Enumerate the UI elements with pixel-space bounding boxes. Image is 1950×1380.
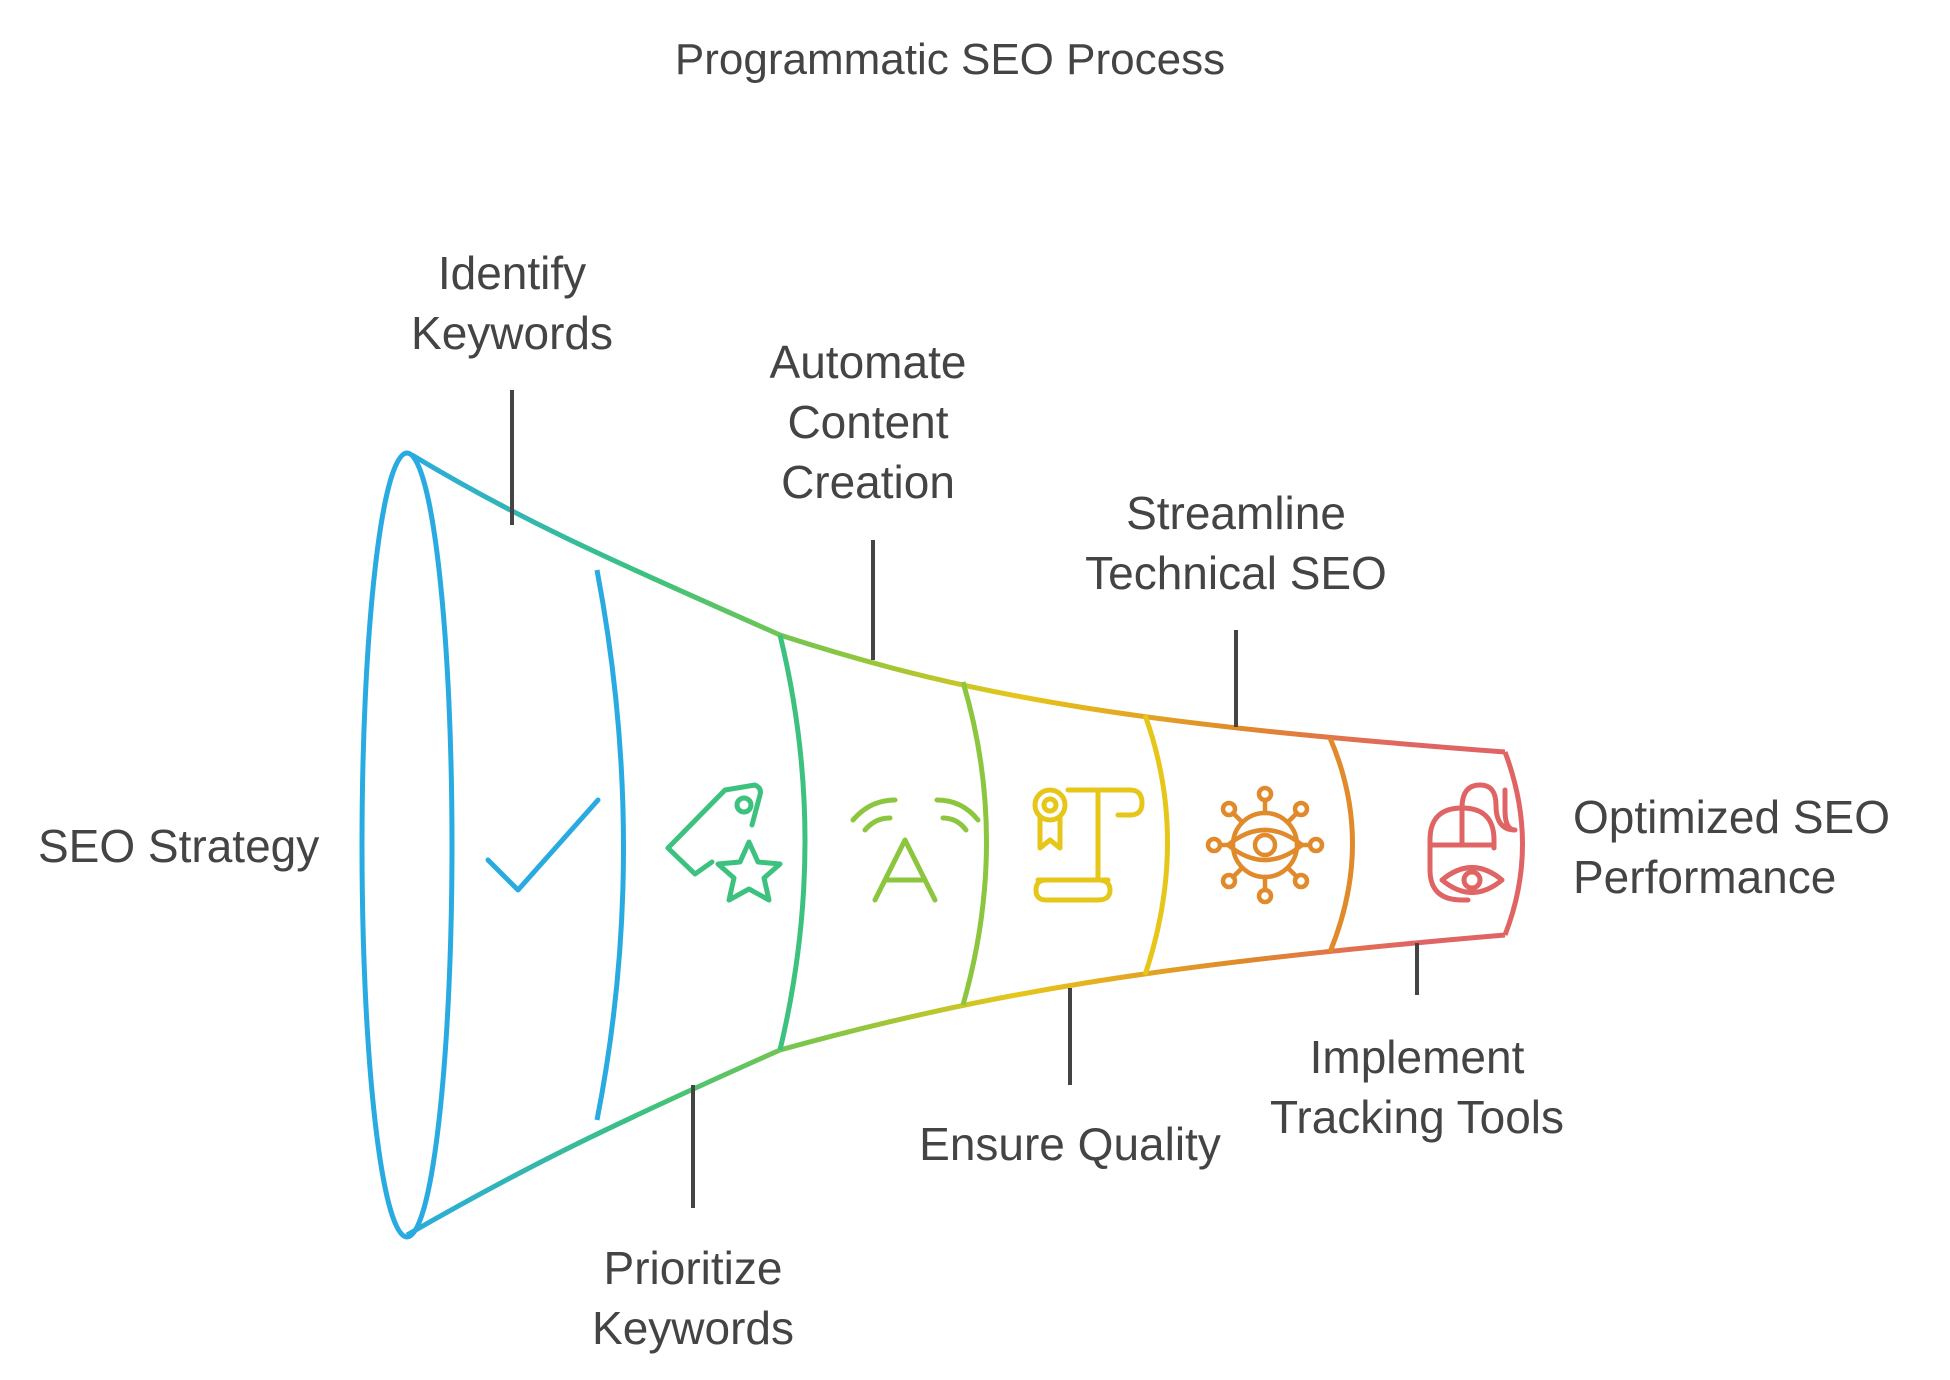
stage-divider-2 — [777, 634, 808, 1051]
stage-label-identify-keywords: Identify Keywords — [362, 243, 662, 363]
stage-label-line: Creation — [781, 456, 955, 508]
checkmark-icon — [485, 797, 601, 893]
stage-label-ensure-quality: Ensure Quality — [870, 1114, 1270, 1174]
funnel-end-cap — [1502, 751, 1525, 936]
stage-label-line: Content — [787, 396, 949, 448]
stage-label-line: Implement — [1309, 1031, 1525, 1083]
stage-divider-4 — [1142, 714, 1170, 976]
stage-divider-5 — [1327, 737, 1355, 953]
funnel-bottom-edge — [405, 932, 1506, 1238]
stage-label-implement-tracking-tools: Implement Tracking Tools — [1217, 1027, 1617, 1147]
stage-divider-3 — [960, 681, 989, 1006]
end-label-line-1: Optimized SEO — [1573, 791, 1890, 843]
start-label: SEO Strategy — [38, 820, 320, 872]
diagram-title: Programmatic SEO Process — [674, 35, 1226, 84]
tag-star-icon — [665, 782, 783, 903]
stage-label-line: Keywords — [592, 1302, 794, 1354]
end-label-line-2: Performance — [1573, 851, 1837, 903]
stage-divider-1 — [594, 569, 626, 1121]
mouse-eye-icon — [1427, 782, 1518, 903]
stage-label-automate-content-creation: Automate Content Creation — [718, 332, 1018, 512]
stage-label-prioritize-keywords: Prioritize Keywords — [543, 1238, 843, 1358]
funnel-mouth — [359, 450, 455, 1240]
stage-label-streamline-technical-seo: Streamline Technical SEO — [1036, 483, 1436, 603]
eye-network-icon — [1205, 785, 1325, 905]
stage-label-line: Technical SEO — [1085, 547, 1387, 599]
stage-label-line: Tracking Tools — [1269, 1091, 1564, 1143]
stage-label-line: Keywords — [411, 307, 613, 359]
certificate-scroll-icon — [1032, 787, 1145, 903]
stage-label-line: Ensure Quality — [919, 1118, 1221, 1170]
funnel-top-edge — [410, 452, 1506, 755]
stage-label-line: Prioritize — [603, 1242, 783, 1294]
stage-label-line: Streamline — [1126, 487, 1346, 539]
end-label: Optimized SEO Performance — [1573, 787, 1890, 907]
stage-label-line: Identify — [437, 247, 587, 299]
stage-label-line: Automate — [769, 336, 967, 388]
ai-text-icon — [850, 797, 981, 903]
